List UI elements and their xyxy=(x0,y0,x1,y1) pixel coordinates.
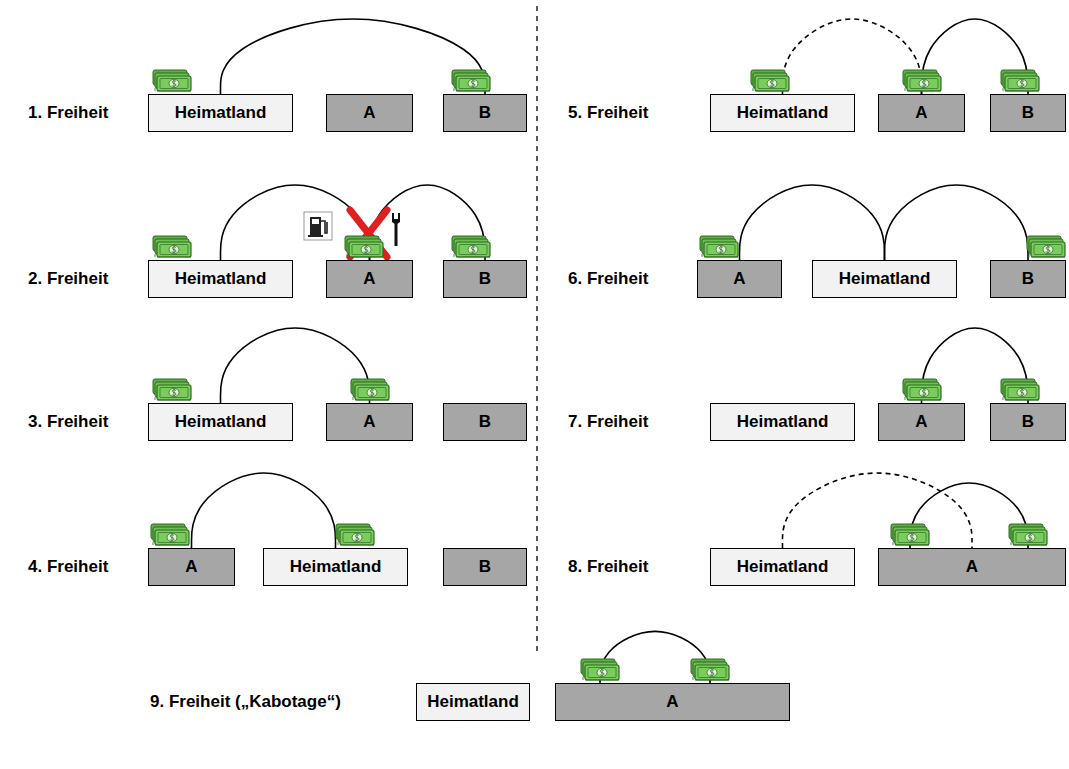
money-icon xyxy=(691,659,729,680)
fuel-icon xyxy=(304,212,332,240)
money-icon xyxy=(1001,70,1039,91)
money-icon xyxy=(751,70,789,91)
money-icon xyxy=(151,524,189,545)
transit-route xyxy=(783,473,973,548)
country-name: Heimatland xyxy=(175,104,267,123)
country-box: B xyxy=(990,94,1066,132)
country-box: A xyxy=(697,260,782,298)
country-box: B xyxy=(443,94,527,132)
country-name: Heimatland xyxy=(427,693,519,712)
money-icon xyxy=(452,70,490,91)
country-name: B xyxy=(1022,413,1034,432)
wrench-icon xyxy=(392,213,400,246)
country-name: A xyxy=(915,104,927,123)
country-name: Heimatland xyxy=(290,558,382,577)
freedom-label: 8. Freiheit xyxy=(568,556,648,578)
freedom-label: 5. Freiheit xyxy=(568,102,648,124)
country-name: Heimatland xyxy=(737,558,829,577)
home-country-box: Heimatland xyxy=(148,403,293,441)
country-name: B xyxy=(1022,270,1034,289)
country-box: A xyxy=(326,94,413,132)
money-icon xyxy=(1009,524,1047,545)
freedom-label: 4. Freiheit xyxy=(28,556,108,578)
flight-route xyxy=(740,185,885,260)
country-box: A xyxy=(878,94,965,132)
home-country-box: Heimatland xyxy=(710,403,855,441)
money-icon xyxy=(1001,379,1039,400)
flight-route xyxy=(192,473,336,548)
freedom-label: 2. Freiheit xyxy=(28,268,108,290)
home-country-box: Heimatland xyxy=(416,683,530,721)
home-country-box: Heimatland xyxy=(710,94,855,132)
freedom-label: 3. Freiheit xyxy=(28,411,108,433)
country-name: B xyxy=(479,558,491,577)
money-icon xyxy=(1027,236,1065,257)
country-name: Heimatland xyxy=(175,413,267,432)
flight-route xyxy=(221,328,370,403)
home-country-box: Heimatland xyxy=(812,260,957,298)
money-icon xyxy=(153,379,191,400)
country-box: B xyxy=(443,260,527,298)
country-box: A xyxy=(148,548,235,586)
freedom-label: 6. Freiheit xyxy=(568,268,648,290)
money-icon xyxy=(581,659,619,680)
freedom-label: 9. Freiheit („Kabotage“) xyxy=(150,691,341,713)
country-name: Heimatland xyxy=(737,413,829,432)
freedom-label: 1. Freiheit xyxy=(28,102,108,124)
money-icon xyxy=(351,379,389,400)
country-name: A xyxy=(363,413,375,432)
money-icon xyxy=(452,236,490,257)
country-name: Heimatland xyxy=(737,104,829,123)
country-name: A xyxy=(966,558,978,577)
flight-route xyxy=(221,19,486,94)
country-name: B xyxy=(479,413,491,432)
money-icon xyxy=(903,379,941,400)
home-country-box: Heimatland xyxy=(710,548,855,586)
transit-route xyxy=(783,19,922,94)
country-name: A xyxy=(915,413,927,432)
flight-route xyxy=(885,185,1029,260)
country-name: A xyxy=(363,270,375,289)
country-name: A xyxy=(733,270,745,289)
country-box: B xyxy=(443,548,527,586)
divider-line xyxy=(536,6,537,655)
country-box: A xyxy=(878,548,1066,586)
country-box: A xyxy=(555,683,790,721)
country-name: B xyxy=(479,104,491,123)
money-icon xyxy=(700,236,738,257)
country-box: B xyxy=(443,403,527,441)
country-name: B xyxy=(1022,104,1034,123)
country-name: Heimatland xyxy=(839,270,931,289)
country-box: A xyxy=(878,403,965,441)
country-box: A xyxy=(326,403,413,441)
freedom-label: 7. Freiheit xyxy=(568,411,648,433)
money-icon xyxy=(903,70,941,91)
country-name: Heimatland xyxy=(175,270,267,289)
home-country-box: Heimatland xyxy=(263,548,408,586)
money-icon xyxy=(891,524,929,545)
money-icon xyxy=(345,236,383,257)
country-box: B xyxy=(990,260,1066,298)
country-name: A xyxy=(363,104,375,123)
country-box: B xyxy=(990,403,1066,441)
country-name: A xyxy=(185,558,197,577)
money-icon xyxy=(153,236,191,257)
money-icon xyxy=(336,524,374,545)
home-country-box: Heimatland xyxy=(148,260,293,298)
home-country-box: Heimatland xyxy=(148,94,293,132)
country-name: B xyxy=(479,270,491,289)
money-icon xyxy=(153,70,191,91)
country-box: A xyxy=(326,260,413,298)
country-name: A xyxy=(666,693,678,712)
